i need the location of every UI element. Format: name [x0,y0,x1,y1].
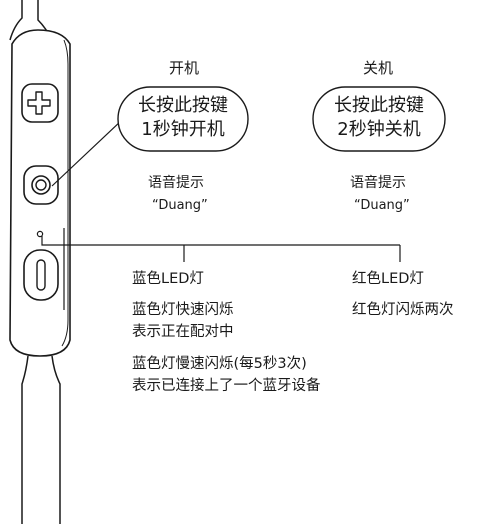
volume-up-button[interactable] [21,83,59,123]
power-off-prompt-label: 语音提示 [350,175,406,191]
led-indicator [36,230,44,238]
power-on-bubble-line1: 长按此按键 [138,95,228,116]
red-led-title: 红色LED灯 [352,271,424,287]
red-led-line1: 红色灯闪烁两次 [352,302,454,318]
plus-icon [27,91,51,115]
blue-led-pairing-line1: 蓝色灯快速闪烁 [132,302,234,318]
volume-down-button[interactable] [23,249,59,301]
power-off-heading: 关机 [363,59,394,77]
power-button-ring-icon [31,175,51,195]
power-off-bubble-line1: 长按此按键 [334,95,424,116]
power-off-bubble-line2: 2秒钟关机 [337,119,421,140]
power-button-callout-line [51,119,123,187]
power-on-bubble-line2: 1秒钟开机 [141,119,225,140]
power-on-bubble [117,86,249,152]
power-button[interactable] [23,165,59,205]
power-on-prompt-sound: “Duang” [152,198,208,213]
blue-led-connected-line2: 表示已连接上了一个蓝牙设备 [132,378,321,394]
lower-cable [21,355,61,524]
power-off-bubble [312,86,446,152]
power-on-prompt-label: 语音提示 [148,175,204,191]
power-on-heading: 开机 [169,59,200,77]
power-off-prompt-sound: “Duang” [354,198,410,213]
blue-led-connected-line1: 蓝色灯慢速闪烁(每5秒3次) [132,356,307,372]
blue-led-pairing-line2: 表示正在配对中 [132,324,234,340]
control-box-edge [61,39,69,347]
power-on-bubble-text: 长按此按键 1秒钟开机 [118,94,248,142]
power-off-bubble-text: 长按此按键 2秒钟关机 [313,94,445,142]
blue-led-title: 蓝色LED灯 [132,271,204,287]
minus-icon [36,259,46,291]
led-callout-lines [41,236,401,262]
